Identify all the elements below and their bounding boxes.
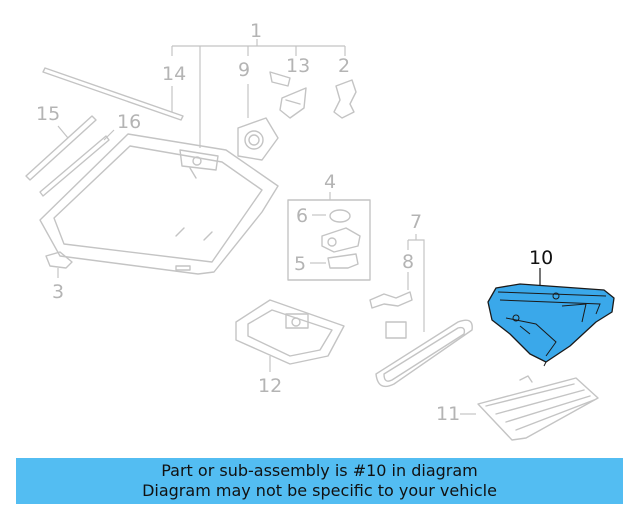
part-15-molding (25, 115, 97, 181)
part-14-molding (42, 67, 184, 121)
callout-6[interactable]: 6 (296, 205, 308, 227)
part-12-module (235, 299, 345, 365)
callout-1[interactable]: 1 (250, 20, 262, 42)
callout-14[interactable]: 14 (162, 63, 186, 85)
part-6-seal (329, 209, 351, 223)
part-13-bracket (269, 71, 307, 119)
banner-line-2: Diagram may not be specific to your vehi… (142, 481, 497, 500)
part-8-wire (369, 291, 413, 309)
callout-3[interactable]: 3 (52, 281, 64, 303)
info-banner: Part or sub-assembly is #10 in diagram D… (16, 458, 623, 504)
banner-line-1: Part or sub-assembly is #10 in diagram (161, 461, 478, 480)
part-2-clip (333, 79, 357, 119)
callout-12[interactable]: 12 (258, 375, 282, 397)
callout-10[interactable]: 10 (529, 247, 553, 269)
part-5-bracket (327, 253, 359, 269)
part-11-tray (477, 375, 599, 441)
part-9-sensor (237, 117, 279, 161)
callout-7[interactable]: 7 (410, 211, 422, 233)
callout-5[interactable]: 5 (294, 253, 306, 275)
callout-9[interactable]: 9 (238, 59, 250, 81)
part-1-windshield (39, 133, 279, 275)
callout-15[interactable]: 15 (36, 103, 60, 125)
part-4-camera-unit (321, 227, 361, 253)
part-16-molding (39, 135, 110, 197)
callout-13[interactable]: 13 (286, 55, 310, 77)
part-10-highlighted[interactable] (487, 283, 615, 367)
callout-16[interactable]: 16 (117, 111, 141, 133)
callout-4[interactable]: 4 (324, 171, 336, 193)
part-7-mirror (375, 319, 473, 388)
callout-11[interactable]: 11 (436, 403, 460, 425)
callout-8[interactable]: 8 (402, 251, 414, 273)
callout-2[interactable]: 2 (338, 55, 350, 77)
part-3-cap (45, 251, 73, 269)
callout-4-group-box (287, 199, 371, 281)
